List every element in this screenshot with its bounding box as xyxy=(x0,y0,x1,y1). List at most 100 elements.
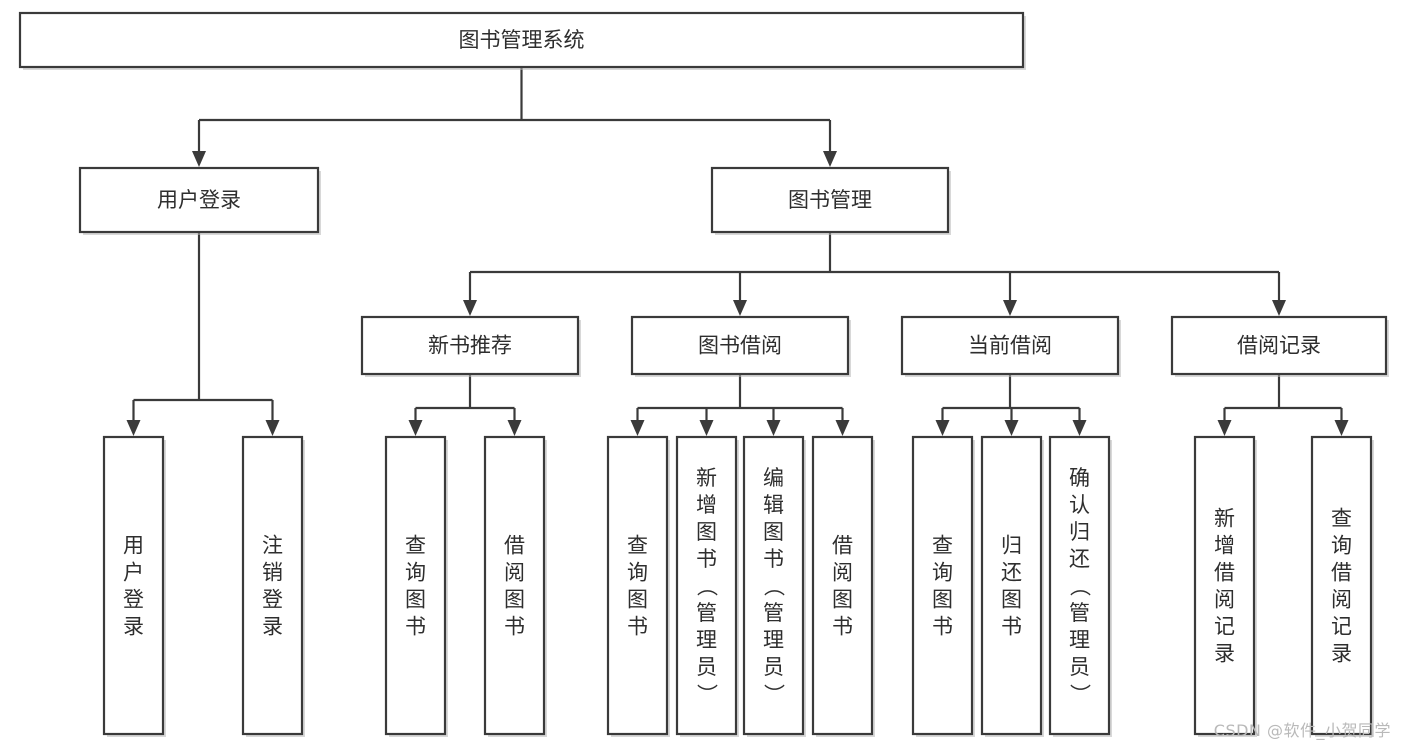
node-rect[interactable] xyxy=(980,435,1043,736)
node-rect[interactable] xyxy=(1170,315,1388,376)
node-label-char: 录 xyxy=(123,615,144,639)
node-label-char: 图 xyxy=(405,588,426,612)
node-book-borrow[interactable]: 图书借阅 xyxy=(630,315,851,377)
node-label-char: 编 xyxy=(763,466,784,490)
node-label-char: 增 xyxy=(696,493,717,517)
node-rect[interactable] xyxy=(900,315,1120,376)
node-rect[interactable] xyxy=(811,435,874,736)
node-label-char: 阅 xyxy=(832,561,853,585)
node-current-borrow[interactable]: 当前借阅 xyxy=(900,315,1121,377)
node-rect[interactable] xyxy=(606,435,669,736)
node-label-char: 理 xyxy=(696,628,717,652)
node-rect[interactable] xyxy=(102,435,165,736)
node-label-char: 借 xyxy=(1214,561,1235,585)
node-root[interactable]: 图书管理系统 xyxy=(18,11,1026,70)
node-layer: 图书管理系统用户登录图书管理新书推荐图书借阅当前借阅借阅记录用户登录注销登录查询… xyxy=(18,11,1389,737)
node-rect[interactable] xyxy=(1048,435,1111,736)
watermark-label: CSDN @软件_小贺同学 xyxy=(1213,721,1391,740)
arrow-head xyxy=(733,300,747,316)
node-label-char: 查 xyxy=(405,534,426,558)
node-rect[interactable] xyxy=(1193,435,1256,736)
connector-book-borrow xyxy=(630,374,850,436)
node-rect[interactable] xyxy=(710,166,950,234)
node-borrow-record[interactable]: 借阅记录 xyxy=(1170,315,1389,377)
node-label: 图书管理 xyxy=(788,188,872,212)
node-label-char: 员 xyxy=(696,655,717,679)
node-rect[interactable] xyxy=(675,435,738,736)
node-rect[interactable] xyxy=(241,435,304,736)
arrow-head xyxy=(1334,420,1349,436)
node-label-char: （ xyxy=(762,576,786,597)
node-label: 当前借阅 xyxy=(968,334,1052,358)
node-label-char: 书 xyxy=(696,547,717,571)
connector-borrow-record xyxy=(1217,374,1349,436)
node-label-char: ） xyxy=(1068,684,1092,705)
node-leaf-user-login[interactable]: 用户登录 xyxy=(102,435,166,737)
node-label-char: 图 xyxy=(763,520,784,544)
node-label-char: 录 xyxy=(1214,642,1235,666)
node-label-char: 书 xyxy=(1001,615,1022,639)
connector-book-manage xyxy=(463,232,1286,316)
node-label-char: 户 xyxy=(123,561,144,585)
node-label-char: 登 xyxy=(123,588,144,612)
node-label-char: 询 xyxy=(405,561,426,585)
node-rect[interactable] xyxy=(78,166,320,234)
node-label-char: （ xyxy=(1068,576,1092,597)
node-label-char: 书 xyxy=(832,615,853,639)
node-label-char: 录 xyxy=(1331,642,1352,666)
node-label: 借阅记录 xyxy=(1237,334,1321,358)
connector-new-book-recommend xyxy=(408,374,522,436)
node-label-char: 借 xyxy=(832,534,853,558)
node-label-char: 询 xyxy=(1331,534,1352,558)
node-label-char: 辑 xyxy=(763,493,784,517)
node-label-char: 管 xyxy=(696,601,717,625)
node-label-char: 理 xyxy=(1069,628,1090,652)
node-label-char: 查 xyxy=(1331,507,1352,531)
arrow-head xyxy=(1272,300,1286,316)
node-label-char: 认 xyxy=(1069,493,1090,517)
arrow-head xyxy=(699,420,714,436)
arrow-head xyxy=(835,420,850,436)
node-label-char: 新 xyxy=(696,466,717,490)
node-label: 用户登录 xyxy=(157,188,241,212)
node-label-char: 查 xyxy=(932,534,953,558)
node-label: 新书推荐 xyxy=(428,334,512,358)
node-rect[interactable] xyxy=(1310,435,1373,736)
node-new-book-recommend[interactable]: 新书推荐 xyxy=(360,315,581,377)
node-rect[interactable] xyxy=(18,11,1025,69)
node-label-char: 增 xyxy=(1214,534,1235,558)
node-rect[interactable] xyxy=(360,315,580,376)
node-rect[interactable] xyxy=(742,435,805,736)
node-label-char: 还 xyxy=(1069,547,1090,571)
node-label-char: 管 xyxy=(1069,601,1090,625)
arrow-head xyxy=(126,420,141,436)
node-label-char: 图 xyxy=(696,520,717,544)
node-label-char: 借 xyxy=(504,534,525,558)
node-rect[interactable] xyxy=(911,435,974,736)
arrow-head xyxy=(463,300,477,316)
node-label-char: 询 xyxy=(932,561,953,585)
node-label-char: 登 xyxy=(262,588,283,612)
node-rect[interactable] xyxy=(630,315,850,376)
node-rect[interactable] xyxy=(483,435,546,736)
connector-layer xyxy=(126,67,1349,436)
node-user-login[interactable]: 用户登录 xyxy=(78,166,321,235)
node-label-char: 还 xyxy=(1001,561,1022,585)
node-label-char: 新 xyxy=(1214,507,1235,531)
arrow-head xyxy=(265,420,280,436)
node-book-manage[interactable]: 图书管理 xyxy=(710,166,951,235)
node-label-char: 员 xyxy=(763,655,784,679)
node-rect[interactable] xyxy=(384,435,447,736)
